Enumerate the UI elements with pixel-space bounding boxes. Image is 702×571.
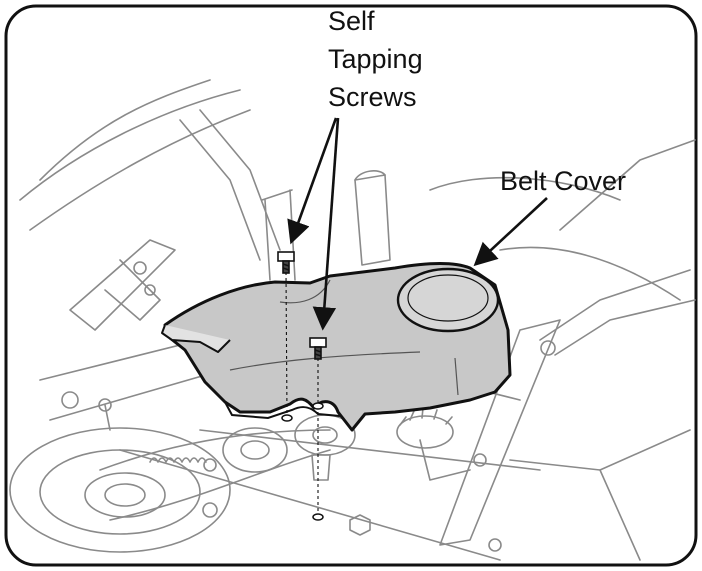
self-tapping-screw-1 [277,251,295,274]
callout-arrows [287,117,548,331]
mower-background-linework [9,79,696,561]
screws-label-line-2: Tapping [328,44,423,74]
screw-arrow-1 [287,117,338,245]
screw-guide-lines [285,271,319,515]
self-tapping-screw-2 [309,337,327,360]
belt-cover-dome [396,267,500,333]
screws-label-line-1: Self [328,6,375,36]
screw-arrow-2 [312,117,340,331]
screws-callout-label: Self Tapping Screws [328,6,430,112]
belt-cover-label: Belt Cover [500,166,626,196]
belt-cover-part [161,262,512,432]
screws-label-line-3: Screws [328,82,417,112]
belt-cover-arrow [473,197,548,267]
mounting-holes [281,402,324,521]
